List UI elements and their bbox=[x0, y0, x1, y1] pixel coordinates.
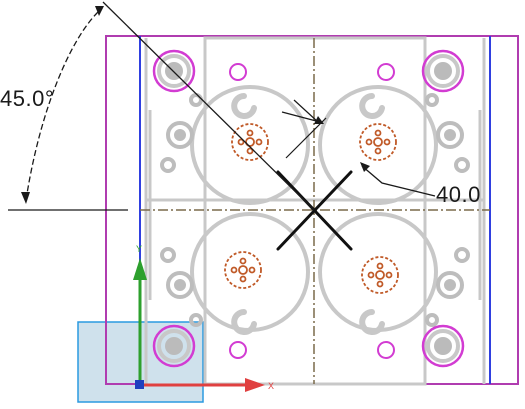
y-axis-label: Y bbox=[136, 244, 142, 254]
hole-pattern-bottom-left bbox=[224, 251, 262, 289]
center-cross[interactable] bbox=[276, 170, 353, 251]
x-axis-arrow-icon bbox=[245, 378, 265, 392]
angle-dimension-label[interactable]: 45.0° bbox=[0, 86, 55, 111]
hole-pattern-top-right bbox=[359, 123, 397, 161]
angle-dimension[interactable] bbox=[8, 1, 315, 211]
small-pin-holes[interactable] bbox=[229, 63, 395, 359]
side-bolt-holes[interactable] bbox=[160, 93, 470, 327]
diameter-dimension[interactable] bbox=[360, 162, 436, 197]
offset-dimension[interactable] bbox=[281, 99, 327, 159]
part-body[interactable] bbox=[144, 36, 486, 386]
triad-origin-icon[interactable] bbox=[135, 380, 144, 389]
hole-pattern-bottom-right bbox=[361, 256, 399, 294]
coordinate-triad[interactable]: X Y bbox=[133, 244, 274, 392]
hole-pattern-top-left bbox=[231, 123, 269, 161]
diameter-dimension-label[interactable]: 40.0 bbox=[436, 182, 481, 207]
ejector-hole-patterns[interactable] bbox=[224, 123, 399, 294]
outer-boundary-right[interactable] bbox=[490, 35, 519, 385]
corner-leader-pins[interactable] bbox=[152, 49, 465, 368]
y-axis-arrow-icon bbox=[133, 258, 147, 280]
x-axis-label: X bbox=[268, 381, 274, 391]
part-c-brackets[interactable] bbox=[231, 93, 385, 335]
